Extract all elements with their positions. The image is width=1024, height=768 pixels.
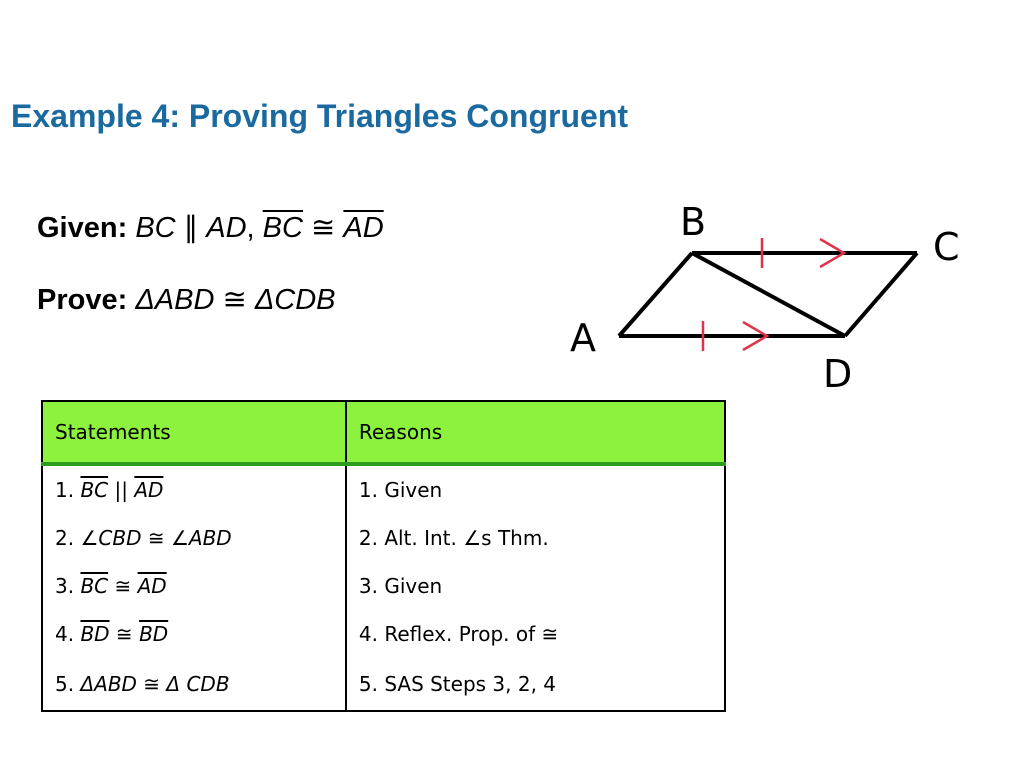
- statement-number: 3.: [55, 574, 81, 598]
- prove-label: Prove:: [37, 284, 128, 316]
- page-title: Example 4: Proving Triangles Congruent: [11, 98, 629, 134]
- statement-part-a: ΔABD: [80, 672, 137, 696]
- arrow-mark-bc: [819, 237, 847, 269]
- statement-part-a: BC: [80, 574, 109, 598]
- statement-part-a: BD: [80, 622, 110, 646]
- header-statements: Statements: [41, 400, 347, 466]
- statement-number: 5.: [55, 672, 81, 696]
- congruent-symbol: ≅: [302, 212, 344, 244]
- table-row: 5. ΔABD ≅ Δ CDB 5. SAS Steps 3, 2, 4: [41, 658, 727, 712]
- given-seg-bc-overline: BC: [262, 212, 303, 244]
- reason-cell: 3. Given: [344, 562, 727, 610]
- reason-cell: 4. Reflex. Prop. of ≅: [344, 610, 727, 658]
- statement-number: 1.: [55, 478, 81, 502]
- proof-table-header: Statements Reasons: [41, 400, 727, 466]
- prove-statement: Prove: ΔABD ≅ ΔCDB: [37, 282, 336, 317]
- statement-relation: ≅: [136, 672, 167, 696]
- statement-cell: 5. ΔABD ≅ Δ CDB: [41, 658, 347, 712]
- reason-cell: 5. SAS Steps 3, 2, 4: [344, 658, 727, 712]
- given-comma: ,: [246, 212, 263, 244]
- parallel-symbol: ∥: [175, 212, 207, 244]
- statement-part-b: BD: [139, 622, 169, 646]
- given-expression: BC ∥ AD, BC ≅ AD: [135, 212, 383, 244]
- prove-triangle-cdb: ΔCDB: [254, 284, 336, 316]
- statement-cell: 4. BD ≅ BD: [41, 610, 347, 658]
- congruence-marks: [701, 237, 847, 352]
- statement-number: 2.: [55, 526, 81, 550]
- statement-number: 4.: [55, 622, 81, 646]
- table-row: 4. BD ≅ BD 4. Reflex. Prop. of ≅: [41, 610, 727, 658]
- given-statement: Given: BC ∥ AD, BC ≅ AD: [37, 210, 384, 245]
- arrow-mark-ad: [742, 320, 770, 352]
- table-row: 3. BC ≅ AD 3. Given: [41, 562, 727, 610]
- statement-cell: 1. BC || AD: [41, 464, 347, 514]
- parallelogram-lines: [617, 251, 919, 338]
- header-reasons: Reasons: [344, 400, 727, 466]
- prove-expression: ΔABD ≅ ΔCDB: [135, 284, 335, 316]
- table-row: 1. BC || AD 1. Given: [41, 464, 727, 514]
- given-seg-ad: AD: [206, 212, 247, 244]
- vertex-label-d: D: [823, 352, 852, 395]
- prove-congruent-symbol: ≅: [214, 284, 255, 316]
- given-seg-bc: BC: [135, 212, 176, 244]
- given-label: Given:: [37, 212, 128, 244]
- statement-cell: 3. BC ≅ AD: [41, 562, 347, 610]
- prove-triangle-abd: ΔABD: [135, 284, 215, 316]
- proof-table: Statements Reasons 1. BC || AD 1. Given …: [41, 400, 727, 712]
- given-seg-ad-overline: AD: [343, 212, 384, 244]
- diagonal-bd: [691, 251, 846, 338]
- statement-relation: ≅: [109, 622, 140, 646]
- statement-part-b: AD: [134, 478, 164, 502]
- statement-part-a: BC: [80, 478, 109, 502]
- segment-cd: [843, 251, 919, 338]
- reason-cell: 2. Alt. Int. ∠s Thm.: [344, 514, 727, 562]
- statement-relation: ≅: [108, 574, 138, 598]
- statement-part-b: Δ CDB: [166, 672, 230, 696]
- statement-relation: ≅: [141, 526, 171, 550]
- parallelogram-figure: B C A D: [570, 200, 960, 395]
- segment-ab: [617, 251, 694, 338]
- statement-relation: ||: [108, 478, 135, 502]
- vertex-label-b: B: [680, 200, 706, 244]
- statement-part-b: ∠ABD: [170, 526, 232, 550]
- statement-part-b: AD: [137, 574, 167, 598]
- vertex-label-c: C: [933, 225, 960, 269]
- reason-cell: 1. Given: [344, 464, 727, 514]
- table-row: 2. ∠CBD ≅ ∠ABD 2. Alt. Int. ∠s Thm.: [41, 514, 727, 562]
- vertex-label-a: A: [570, 316, 596, 360]
- statement-cell: 2. ∠CBD ≅ ∠ABD: [41, 514, 347, 562]
- statement-part-a: ∠CBD: [80, 526, 142, 550]
